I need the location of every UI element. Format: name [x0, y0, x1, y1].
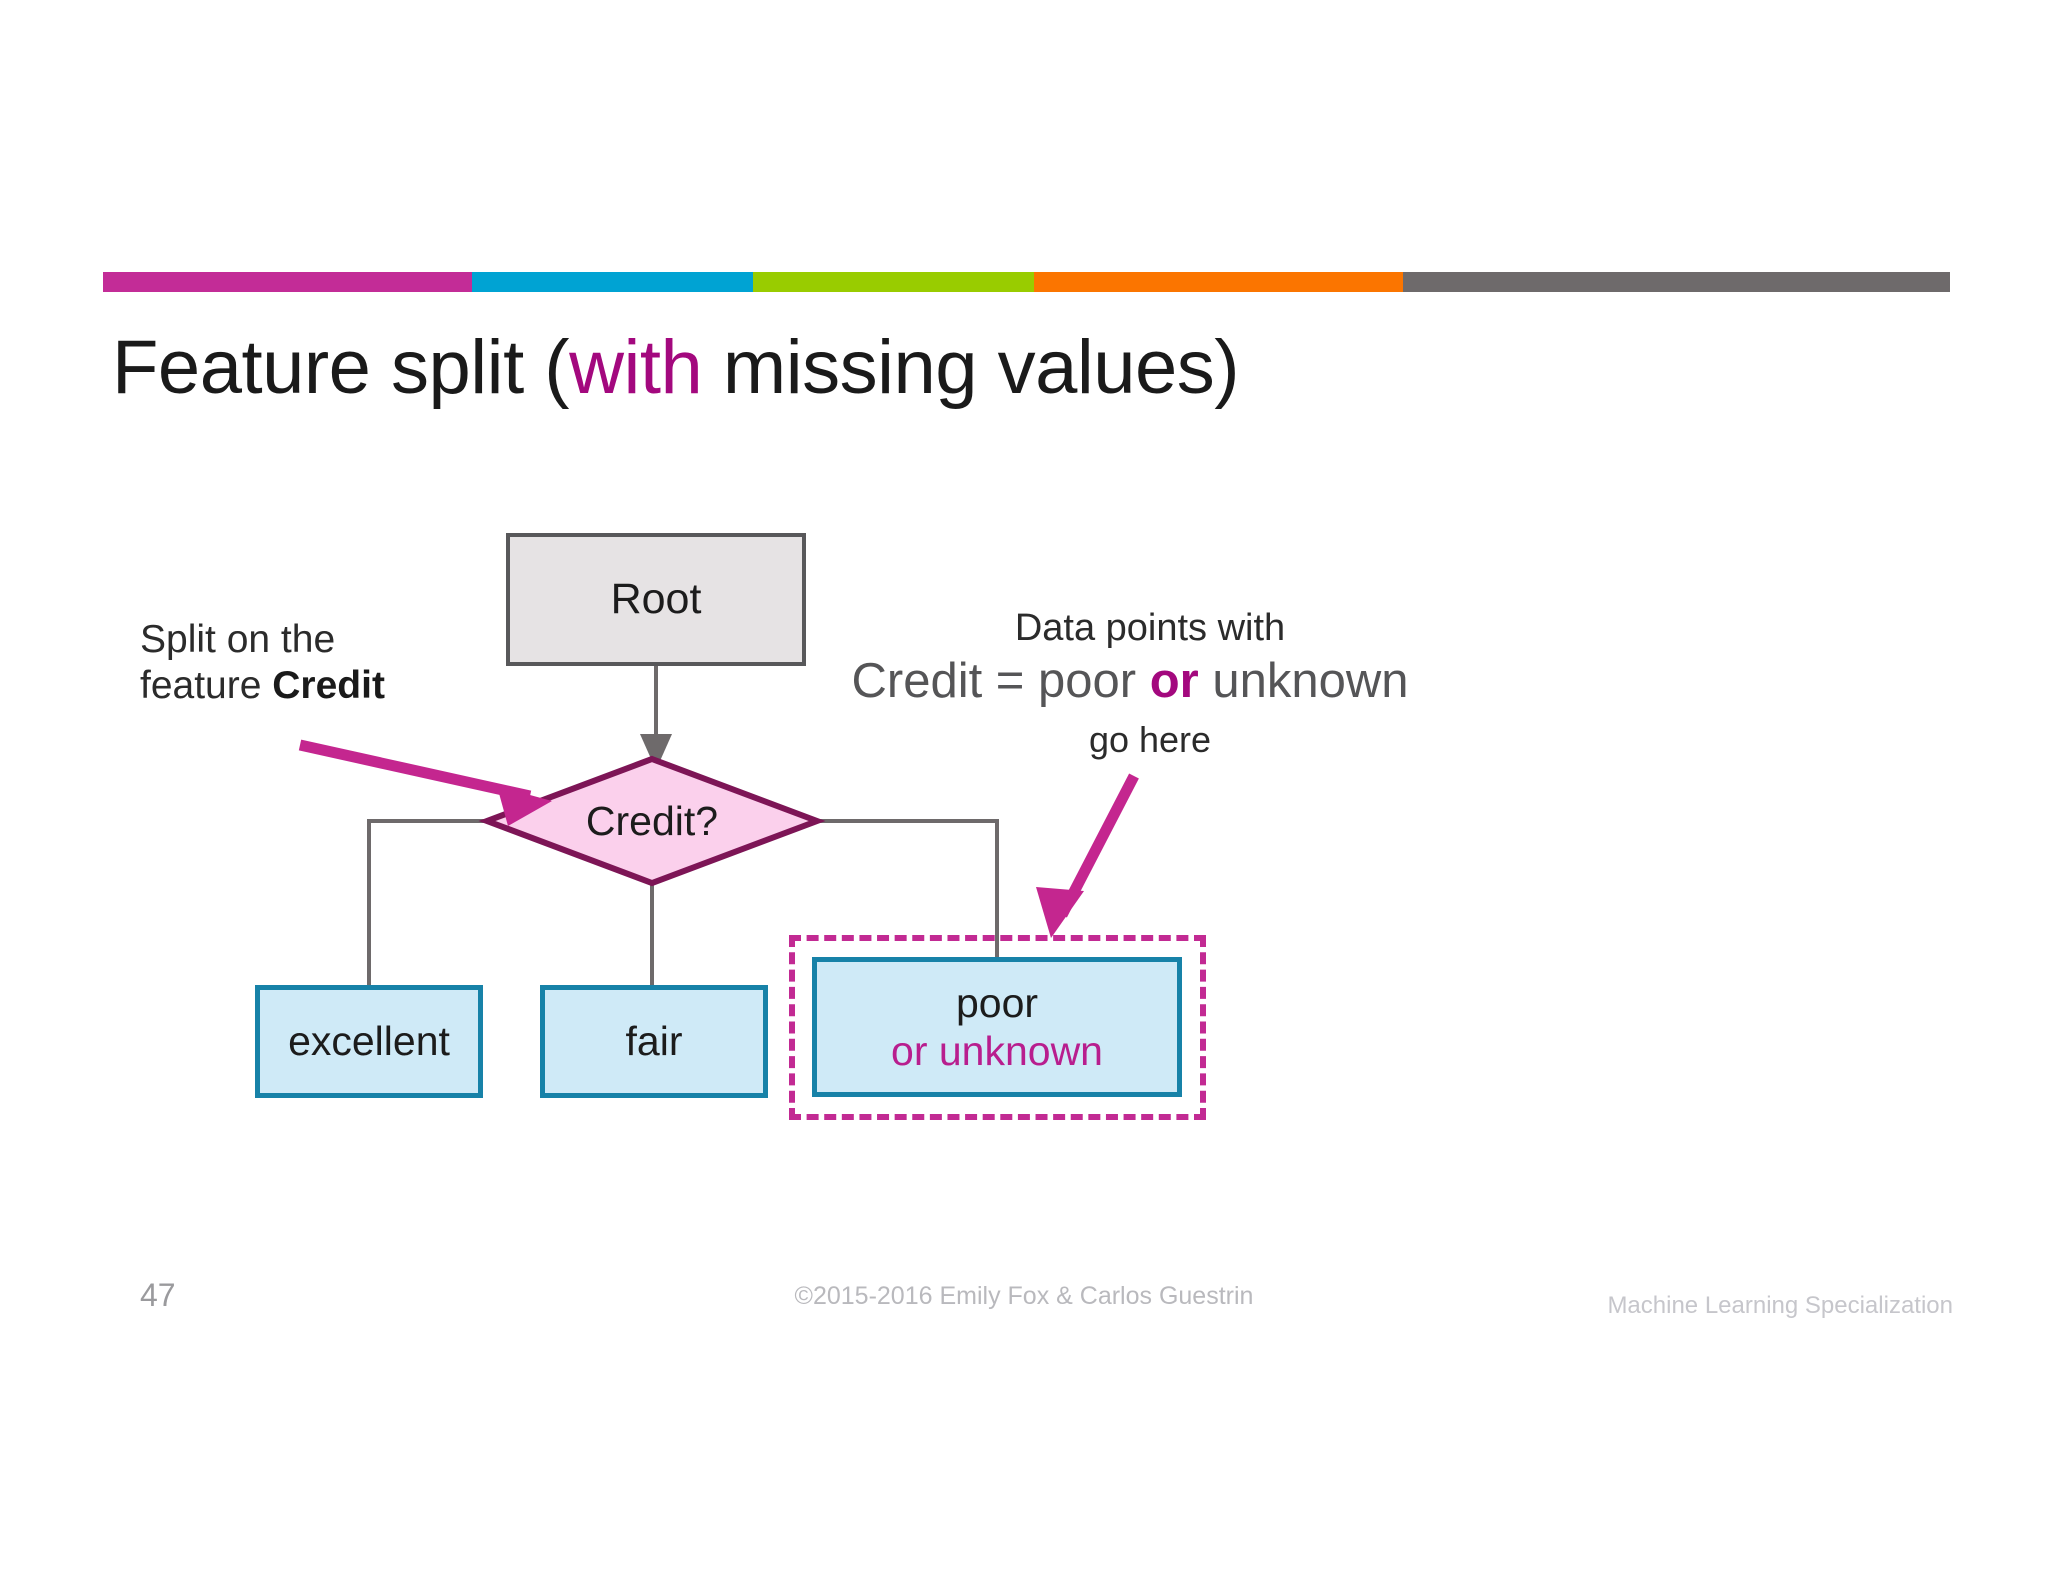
accent-segment-orange	[1033, 272, 1404, 292]
node-leaf-poor-label-line1: poor	[955, 979, 1039, 1026]
slide-title: Feature split (with missing values)	[112, 330, 1612, 406]
annotation-go-here: go here	[1088, 719, 1212, 760]
copyright-notice: ©2015-2016 Emily Fox & Carlos Guestrin	[794, 1282, 1254, 1310]
node-leaf-fair-label: fair	[625, 1018, 683, 1065]
node-leaf-excellent-label: excellent	[288, 1018, 450, 1065]
accent-segment-blue	[472, 272, 754, 292]
brand-label: Machine Learning Specialization	[1607, 1292, 1953, 1319]
connector-decision-to-poor	[817, 819, 999, 957]
accent-segment-magenta	[103, 272, 473, 292]
title-highlight-with: with	[569, 325, 703, 410]
annotation-right-highlight-or: or	[1149, 654, 1199, 708]
accent-segment-gray	[1403, 272, 1950, 292]
title-part-2: missing values)	[702, 325, 1240, 410]
annotation-split-on-feature: Split on the feature Credit	[140, 617, 500, 709]
annotation-arrow-right	[1036, 773, 1139, 938]
accent-bar	[103, 272, 1950, 292]
annotation-data-points-with: Data points with	[1014, 607, 1286, 649]
node-leaf-poor-label-line2: or unknown	[891, 1028, 1103, 1074]
node-leaf-excellent[interactable]: excellent	[255, 985, 483, 1098]
annotation-left-line2: feature Credit	[140, 663, 500, 709]
accent-segment-green	[753, 272, 1034, 292]
node-root[interactable]: Root	[506, 533, 806, 666]
node-root-label: Root	[610, 575, 702, 623]
node-leaf-poor-or-unknown[interactable]: poor or unknown	[812, 957, 1182, 1097]
title-part-1: Feature split (	[112, 325, 570, 410]
node-decision-label: Credit?	[585, 797, 719, 844]
annotation-arrow-left	[298, 739, 552, 826]
page-number: 47	[140, 1277, 176, 1313]
connector-decision-to-excellent	[367, 819, 487, 985]
missing-values-highlight-region	[789, 935, 1206, 1120]
node-leaf-fair[interactable]: fair	[540, 985, 768, 1098]
annotation-left-feature-name: Credit	[272, 664, 385, 708]
annotation-left-line2-prefix: feature	[140, 664, 273, 708]
node-decision-credit[interactable]: Credit?	[487, 759, 817, 883]
annotation-left-line1: Split on the	[140, 618, 336, 661]
annotation-credit-condition: Credit = poor or unknown	[790, 654, 1470, 709]
annotation-right-prefix: Credit = poor	[851, 654, 1150, 708]
annotation-right-suffix: unknown	[1198, 654, 1409, 708]
